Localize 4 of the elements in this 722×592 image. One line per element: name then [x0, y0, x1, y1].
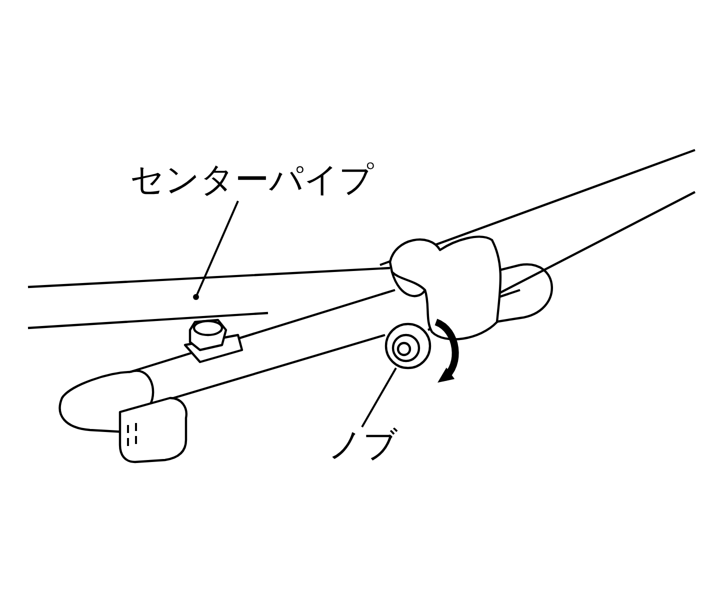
leader-line — [193, 200, 239, 300]
part-label: センターパイプ — [130, 160, 374, 200]
leader-line — [361, 368, 397, 428]
part-label: ノブ — [328, 425, 398, 465]
